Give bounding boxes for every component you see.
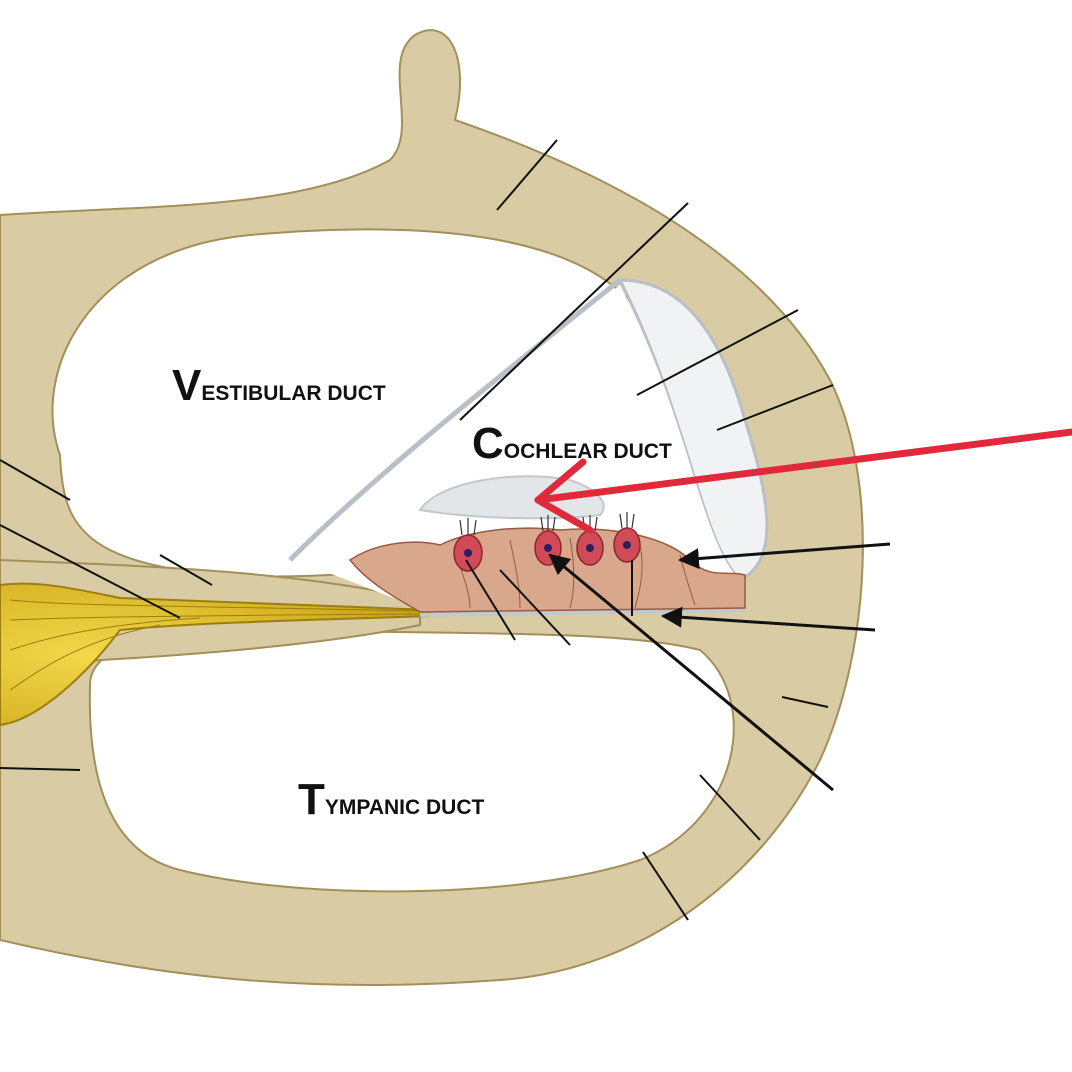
nerve-fibers [9, 599, 421, 691]
arrow-hair-cell [548, 553, 834, 792]
leader-lines [0, 139, 834, 921]
vestibular-duct-label: VESTIBULAR DUCT [172, 361, 386, 410]
cochlear-duct-label: COCHLEAR DUCT [472, 419, 672, 468]
spiral-ligament [617, 278, 769, 582]
black-arrow-icons [548, 542, 891, 792]
red-arrow-icon [534, 428, 1072, 534]
tympanic-duct-label: TYMPANIC DUCT [298, 775, 485, 824]
inner-hair-cell [453, 518, 483, 572]
arrow-basilar [660, 606, 876, 632]
arrow-stria [677, 542, 891, 570]
basilar-membrane [419, 608, 746, 617]
outer-hair-cell-3 [613, 512, 641, 563]
vestibular-membrane [288, 278, 622, 562]
